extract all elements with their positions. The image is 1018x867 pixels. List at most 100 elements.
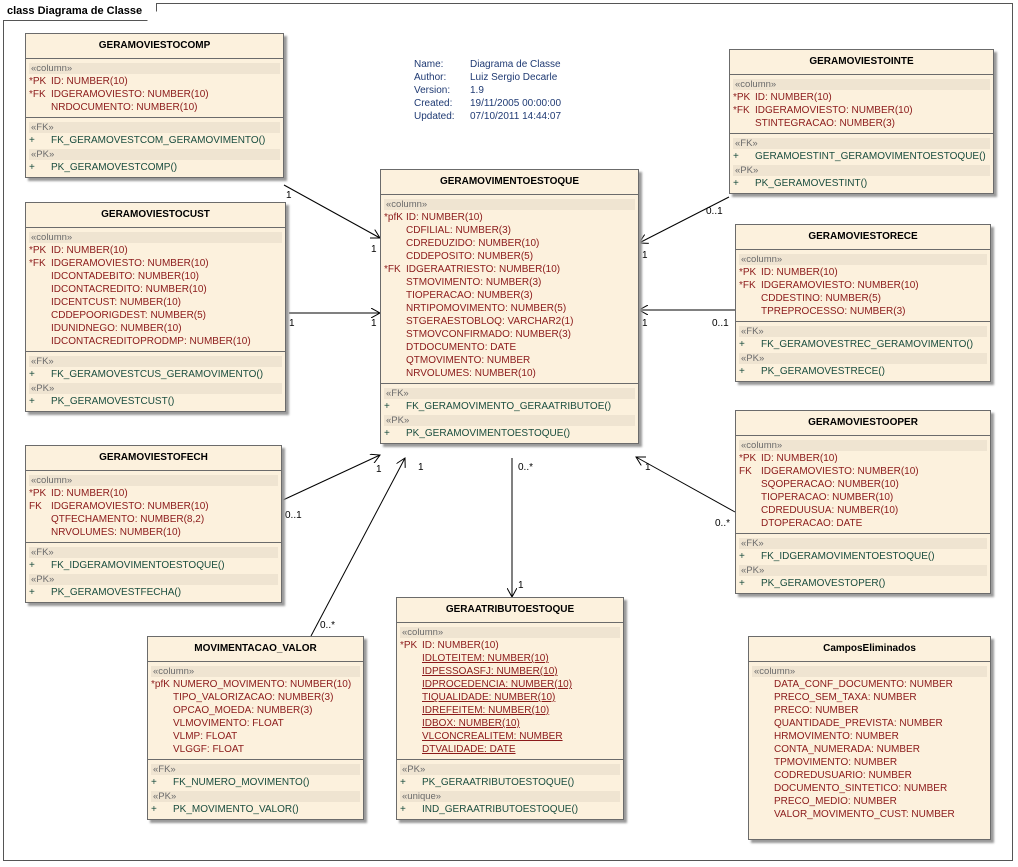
- column-row: OPCAO_MOEDA: NUMBER(3): [173, 705, 313, 716]
- stereotype-label: «column»: [752, 666, 987, 677]
- column-row: STMOVCONFIRMADO: NUMBER(3): [406, 329, 571, 340]
- columns-section: «column» DATA_CONF_DOCUMENTO: NUMBER PRE…: [749, 662, 990, 839]
- class-title: CamposEliminados: [749, 637, 990, 662]
- stereotype-label: «column»: [739, 254, 987, 265]
- column-row: NRTIPOMOVIMENTO: NUMBER(5): [406, 303, 567, 314]
- stereotype-label: «column»: [29, 232, 282, 243]
- operation-row: +IND_GERAATRIBUTOESTOQUE(): [400, 804, 579, 815]
- operations-section: «FK» +FK_GERAMOVESTCOM_GERAMOVIMENTO() «…: [26, 118, 283, 177]
- column-row: STMOVIMENTO: NUMBER(3): [406, 277, 542, 288]
- column-row: CONTA_NUMERADA: NUMBER: [774, 744, 920, 755]
- operation-row: +PK_GERAATRIBUTOESTOQUE(): [400, 777, 575, 788]
- stereotype-label: «FK»: [739, 538, 987, 549]
- class-title: GERAMOVIESTOCUST: [26, 203, 285, 228]
- column-row: IDCENTCUST: NUMBER(10): [51, 297, 182, 308]
- operation-row: +PK_GERAMOVIMENTOESTOQUE(): [384, 428, 571, 439]
- column-row: IDUNIDNEGO: NUMBER(10): [51, 323, 182, 334]
- stereotype-label: «PK»: [400, 764, 620, 775]
- column-row: IDREFEITEM: NUMBER(10): [422, 705, 550, 716]
- stereotype-label: «PK»: [739, 565, 987, 576]
- stereotype-label: «column»: [29, 475, 278, 486]
- column-row: HRMOVIMENTO: NUMBER: [774, 731, 899, 742]
- column-row: IDBOX: NUMBER(10): [422, 718, 520, 729]
- stereotype-label: «FK»: [151, 764, 360, 775]
- meta-row: Author:Luiz Sergio Decarle: [414, 72, 558, 83]
- mult-label: 0..*: [518, 462, 534, 473]
- operations-section: «FK» +GERAMOESTINT_GERAMOVIMENTOESTOQUE(…: [730, 134, 993, 193]
- mult-label: 1: [418, 462, 424, 473]
- class-title: GERAATRIBUTOESTOQUE: [397, 598, 623, 623]
- operation-row: +PK_GERAMOVESTOPER(): [739, 578, 886, 589]
- column-row: TPREPROCESSO: NUMBER(3): [761, 306, 906, 317]
- column-row: NRVOLUMES: NUMBER(10): [51, 527, 181, 538]
- column-row: IDLOTEITEM: NUMBER(10): [422, 653, 549, 664]
- operation-row: +FK_NUMERO_MOVIMENTO(): [151, 777, 310, 788]
- column-row: CDDESTINO: NUMBER(5): [761, 293, 882, 304]
- class-camposeliminados[interactable]: CamposEliminados «column» DATA_CONF_DOCU…: [748, 636, 991, 840]
- operations-section: «FK» +FK_IDGERAMOVIMENTOESTOQUE() «PK» +…: [736, 534, 990, 593]
- operation-row: +FK_GERAMOVESTCOM_GERAMOVIMENTO(): [29, 135, 266, 146]
- meta-row: Created:19/11/2005 00:00:00: [414, 98, 562, 109]
- mult-label: 0..*: [320, 620, 336, 631]
- stereotype-label: «PK»: [384, 415, 635, 426]
- assoc-oper: [636, 457, 736, 513]
- assoc-fech: [282, 455, 380, 501]
- operation-row: +PK_GERAMOVESTINT(): [733, 178, 868, 189]
- column-row: PRECO_MEDIO: NUMBER: [774, 796, 897, 807]
- stereotype-label: «unique»: [400, 791, 620, 802]
- operation-row: +FK_GERAMOVIMENTO_GERAATRIBUTOE(): [384, 401, 612, 412]
- stereotype-label: «column»: [384, 199, 635, 210]
- mult-label: 0..1: [712, 318, 729, 329]
- stereotype-label: «column»: [29, 63, 280, 74]
- stereotype-label: «PK»: [29, 383, 282, 394]
- column-row: PRECO_SEM_TAXA: NUMBER: [774, 692, 917, 703]
- column-row: VLMOVIMENTO: FLOAT: [173, 718, 284, 729]
- operation-row: +PK_GERAMOVESTCOMP(): [29, 162, 178, 173]
- column-row: VLCONCREALITEM: NUMBER: [422, 731, 563, 742]
- stereotype-label: «PK»: [733, 165, 990, 176]
- class-title: GERAMOVIESTOCOMP: [26, 34, 283, 59]
- column-row: STGERAESTOBLOQ: VARCHAR2(1): [406, 316, 574, 327]
- assoc-comp: [283, 184, 380, 238]
- diagram-metadata: Name:Diagrama de Classe Author:Luiz Serg…: [414, 58, 561, 123]
- assoc-valor: [310, 458, 405, 637]
- column-row: DTDOCUMENTO: DATE: [406, 342, 517, 353]
- frame-title: class Diagrama de Classe: [3, 3, 158, 21]
- column-row: QTFECHAMENTO: NUMBER(8,2): [51, 514, 205, 525]
- class-title: GERAMOVIMENTOESTOQUE: [381, 170, 638, 195]
- operations-section: «FK» +FK_IDGERAMOVIMENTOESTOQUE() «PK» +…: [26, 543, 281, 602]
- stereotype-label: «FK»: [739, 326, 987, 337]
- column-row: VLGGF: FLOAT: [173, 744, 244, 755]
- stereotype-label: «FK»: [29, 122, 280, 133]
- meta-row: Version:1.9: [414, 85, 484, 96]
- column-row: QTMOVIMENTO: NUMBER: [406, 355, 531, 366]
- column-row: TIOPERACAO: NUMBER(10): [761, 492, 894, 503]
- operation-row: +GERAMOESTINT_GERAMOVIMENTOESTOQUE(): [733, 151, 986, 162]
- stereotype-label: «column»: [151, 666, 360, 677]
- operation-row: +FK_GERAMOVESTREC_GERAMOVIMENTO(): [739, 339, 974, 350]
